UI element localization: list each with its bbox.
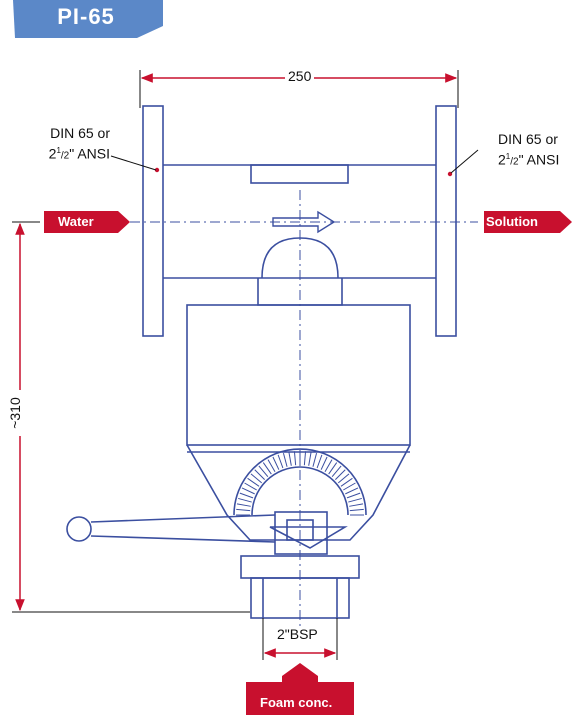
dial-tick [247, 477, 260, 487]
dial-tick [320, 456, 328, 470]
model-badge [13, 0, 163, 38]
dial-tick [244, 482, 257, 491]
dial-tick [258, 465, 269, 478]
dial-tick [346, 492, 361, 499]
dial-tick [328, 462, 338, 475]
water-tag: Water [58, 214, 94, 229]
dial-tick [236, 503, 251, 507]
foam-tag: Foam conc. [260, 695, 333, 710]
dial-tick [343, 482, 356, 491]
dial-tick [308, 451, 312, 466]
dial-tick [241, 487, 255, 495]
dial-tick [312, 453, 318, 467]
dial-tick [293, 451, 297, 466]
dial-tick [340, 477, 353, 487]
dial-tick [331, 465, 342, 478]
dial-ticks [236, 451, 364, 516]
dial-tick [303, 451, 307, 466]
dial-tick [288, 451, 292, 466]
left-flange-label: DIN 65 or 21/2" ANSI [40, 124, 110, 166]
dial-tick [335, 469, 346, 480]
dial-tick [324, 459, 333, 472]
solution-tag: Solution [486, 214, 538, 229]
right-flange [435, 105, 457, 337]
dial-tick [337, 473, 350, 484]
dial-tick [282, 453, 288, 467]
dial-tick [262, 462, 272, 475]
dial-tick [345, 487, 359, 495]
dial-tick [349, 508, 364, 512]
right-flange-line1: DIN 65 or [498, 131, 558, 147]
tank-body [186, 304, 411, 446]
left-flange-line2: 21/2" ANSI [48, 145, 110, 162]
dial-tick [316, 454, 323, 469]
left-flange [142, 105, 164, 337]
left-flange-line1: DIN 65 or [50, 125, 110, 141]
right-flange-line2: 21/2" ANSI [498, 151, 560, 168]
dial-tick [254, 469, 265, 480]
dial-tick [267, 459, 276, 472]
dial-tick [239, 492, 254, 499]
foam-tag-shape [246, 663, 354, 715]
solution-tag-shape [484, 211, 572, 233]
dial-tick [349, 503, 364, 507]
model-title: PI-65 [57, 4, 115, 29]
height-label: ~310 [7, 390, 23, 436]
dial-tick [272, 456, 280, 470]
dial-tick [236, 508, 251, 512]
right-flange-label: DIN 65 or 21/2" ANSI [498, 130, 572, 172]
dial-tick [348, 497, 362, 503]
dial-tick [238, 497, 252, 503]
lever-knob [66, 516, 92, 542]
dial-tick [250, 473, 263, 484]
length-label: 250 [285, 68, 315, 84]
foam-connection-label: 2"BSP [274, 626, 321, 642]
dial-tick [277, 454, 284, 469]
metering-dial [233, 448, 367, 516]
water-tag-shape [44, 211, 130, 233]
flow-arrow [272, 210, 336, 234]
